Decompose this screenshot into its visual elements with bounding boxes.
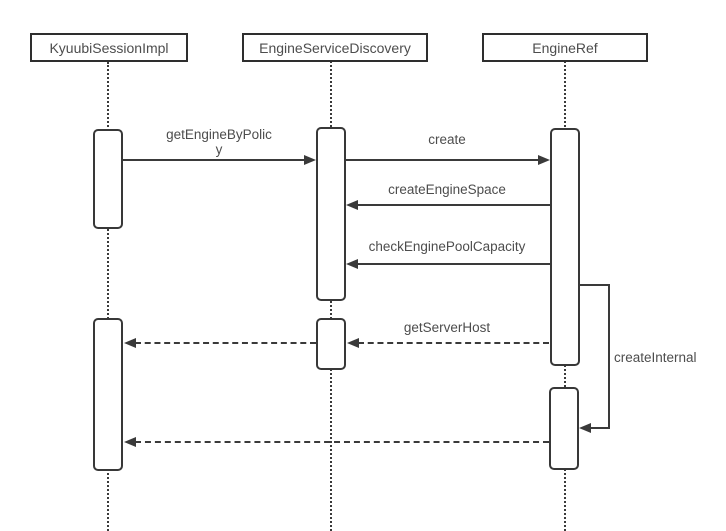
actor-label: KyuubiSessionImpl bbox=[49, 39, 169, 56]
lifeline-kyuubi-session-impl bbox=[107, 62, 109, 531]
message-label-get-server-host: getServerHost bbox=[403, 320, 491, 335]
activation-engine-ref-1 bbox=[550, 128, 580, 366]
message-arrow-create bbox=[346, 159, 540, 161]
activation-discovery-1 bbox=[316, 127, 346, 301]
message-arrow-get-engine-by-policy bbox=[123, 159, 306, 161]
message-arrow-get-server-host bbox=[358, 342, 549, 344]
arrowhead-icon bbox=[538, 155, 550, 165]
arrowhead-icon bbox=[124, 437, 136, 447]
message-arrow-create-internal-bottom bbox=[591, 427, 610, 429]
message-arrow-create-internal-top bbox=[579, 284, 610, 286]
message-label-get-engine-by-policy: getEngineByPolic y bbox=[166, 127, 272, 157]
activation-kyuubi-2 bbox=[93, 318, 123, 471]
message-arrow-return-to-session bbox=[135, 342, 316, 344]
actor-box-engine-ref: EngineRef bbox=[482, 33, 648, 62]
message-label-create-engine-space: createEngineSpace bbox=[388, 182, 506, 197]
arrowhead-icon bbox=[347, 338, 359, 348]
message-label-check-engine-pool-capacity: checkEnginePoolCapacity bbox=[368, 239, 526, 254]
arrowhead-icon bbox=[346, 259, 358, 269]
actor-label: EngineRef bbox=[532, 39, 598, 56]
message-arrow-create-engine-space bbox=[356, 204, 550, 206]
arrowhead-icon bbox=[304, 155, 316, 165]
arrowhead-icon bbox=[579, 423, 591, 433]
activation-engine-ref-2 bbox=[549, 387, 579, 470]
message-arrow-final-return bbox=[135, 441, 549, 443]
arrowhead-icon bbox=[124, 338, 136, 348]
activation-kyuubi-1 bbox=[93, 129, 123, 229]
actor-box-kyuubi-session-impl: KyuubiSessionImpl bbox=[30, 33, 188, 62]
message-label-create-internal: createInternal bbox=[614, 350, 697, 365]
message-arrow-check-engine-pool-capacity bbox=[356, 263, 550, 265]
activation-discovery-2 bbox=[316, 318, 346, 370]
actor-box-engine-service-discovery: EngineServiceDiscovery bbox=[242, 33, 428, 62]
arrowhead-icon bbox=[346, 200, 358, 210]
message-arrow-create-internal-side bbox=[608, 284, 610, 429]
message-label-create: create bbox=[428, 132, 466, 147]
actor-label: EngineServiceDiscovery bbox=[259, 39, 411, 56]
